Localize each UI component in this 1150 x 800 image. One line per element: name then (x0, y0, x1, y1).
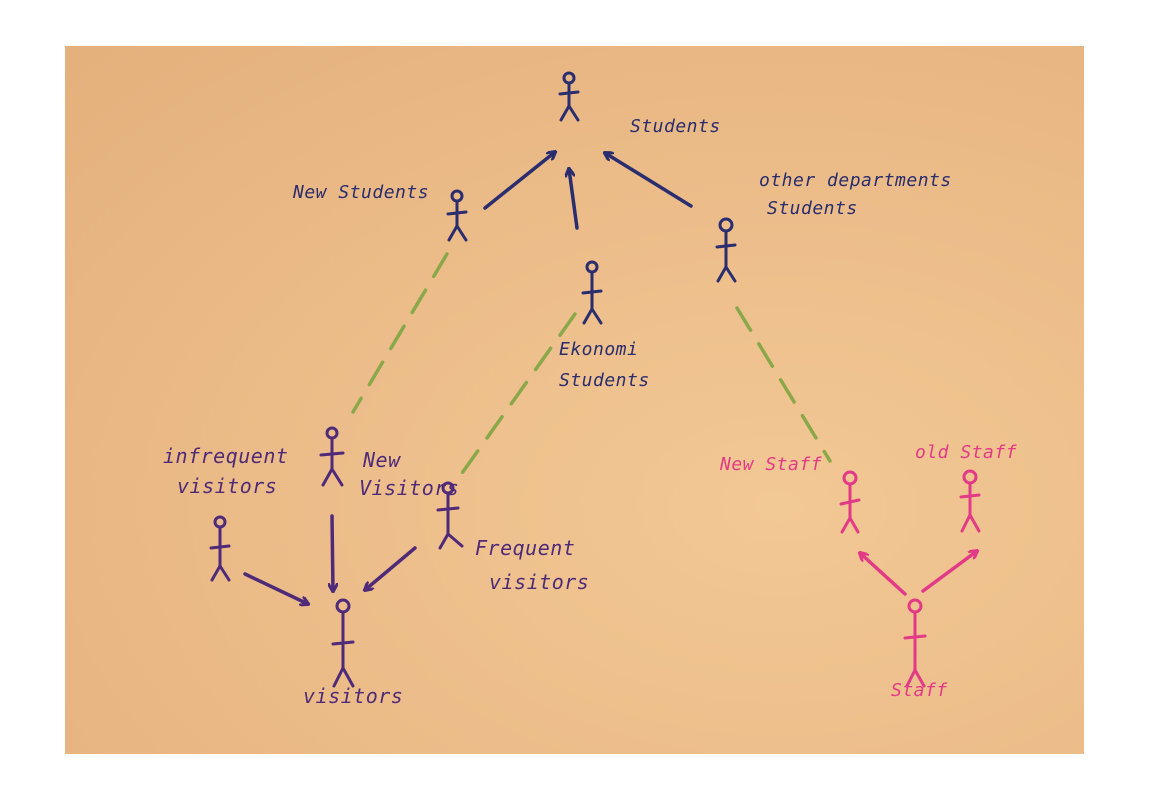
dashed-link-ekonomi-frequent-visitors (458, 312, 577, 478)
label-old-staff: old Staff (915, 442, 1018, 463)
actor-students-icon (558, 71, 580, 122)
arrow-new-visitors-to-visitors (332, 514, 333, 591)
actor-other-departments-students-icon (715, 217, 737, 283)
actor-new-students-icon (446, 189, 468, 242)
arrow-other-departments-to-students (605, 153, 693, 208)
diagram-canvas: Students New Students other departments … (65, 46, 1084, 754)
arrow-new-students-to-students (483, 152, 555, 210)
label-staff: Staff (891, 680, 948, 701)
use-case-actor-diagram (209, 71, 981, 688)
label-new-students: New Students (293, 182, 430, 203)
arrow-infrequent-to-visitors (243, 572, 308, 604)
actor-staff-icon (903, 598, 927, 688)
actor-new-visitors-icon (319, 426, 345, 487)
actor-ekonomi-students-icon (581, 260, 603, 325)
label-ekonomi: Ekonomi (559, 339, 639, 360)
actor-new-staff-icon (839, 470, 861, 534)
label-new-staff: New Staff (720, 454, 823, 475)
dashed-link-new-students-new-visitors (351, 252, 449, 414)
actor-old-staff-icon (959, 469, 981, 533)
label-other-departments: other departments (759, 170, 952, 191)
label-other-departments-students: Students (767, 198, 858, 219)
label-infrequent: infrequent (163, 444, 289, 468)
arrow-staff-to-new-staff (860, 553, 907, 596)
arrow-frequent-to-visitors (365, 546, 417, 590)
actor-frequent-visitors-icon (436, 481, 464, 550)
arrow-staff-to-old-staff (921, 551, 977, 593)
dashed-link-other-departments-new-staff (735, 306, 832, 463)
label-new-visitors-visitors: Visitors (359, 476, 460, 500)
arrow-ekonomi-to-students (569, 169, 579, 230)
label-new-visitors-new: New (363, 448, 401, 472)
label-frequent-visitors: visitors (489, 570, 590, 594)
label-students: Students (630, 116, 721, 137)
actor-visitors-icon (331, 598, 355, 688)
label-visitors: visitors (303, 684, 404, 708)
actor-infrequent-visitors-icon (209, 515, 231, 582)
label-ekonomi-students: Students (559, 370, 650, 391)
label-infrequent-visitors: visitors (177, 474, 278, 498)
label-frequent: Frequent (475, 536, 576, 560)
